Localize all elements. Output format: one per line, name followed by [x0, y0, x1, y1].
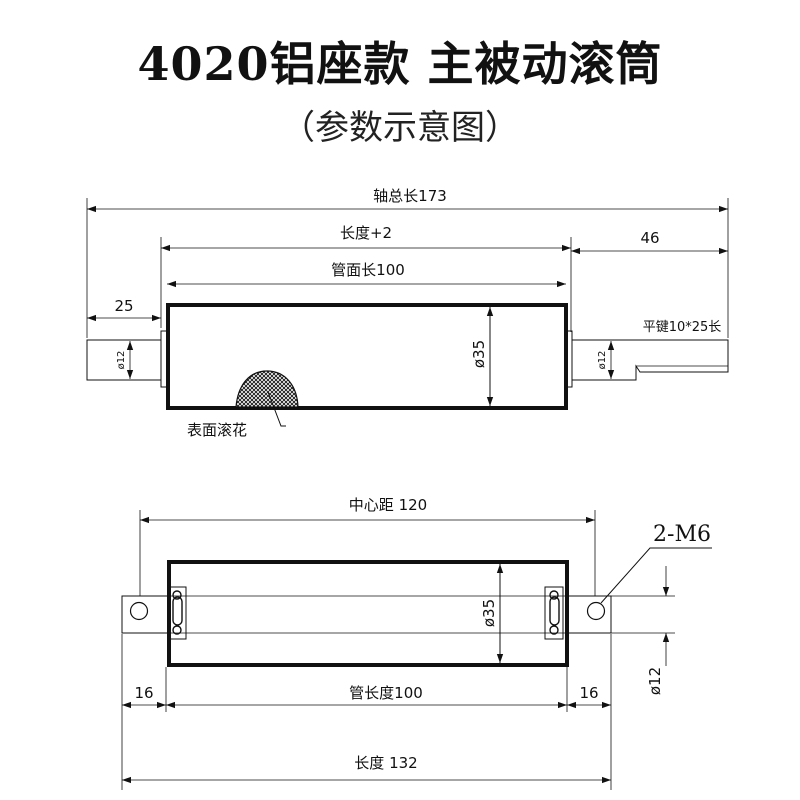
roller-tube — [166, 303, 568, 410]
label-center-distance: 中心距 120 — [349, 496, 427, 514]
label-tube-face-length: 管面长100 — [331, 261, 405, 279]
knurling-patch — [235, 370, 299, 408]
label-right-shaft-dia: ø12 — [597, 351, 608, 370]
label-right-shaft-length: 46 — [640, 229, 659, 247]
left-cap-bolt-top — [172, 590, 182, 600]
mount-hole-right — [586, 601, 606, 621]
left-end-cap — [168, 586, 187, 640]
right-cap-bolt-top — [549, 590, 559, 600]
left-cap-bolt-bottom — [172, 625, 182, 635]
label-shaft-total-length: 轴总长173 — [373, 187, 447, 205]
label-left-end: 16 — [134, 684, 153, 702]
label-right-end: 16 — [579, 684, 598, 702]
bottom-view — [121, 510, 712, 790]
hole-spec-leader — [600, 547, 712, 604]
right-end-cap — [544, 586, 564, 640]
left-bracket — [121, 595, 171, 634]
right-shaft — [571, 339, 729, 381]
label-left-shaft-length: 25 — [114, 297, 133, 315]
label-keyway: 平键10*25长 — [643, 320, 722, 335]
right-cap-bolt-bottom — [549, 625, 559, 635]
page-subtitle: （参数示意图） — [281, 108, 519, 148]
left-end-cap-slot — [172, 596, 183, 626]
label-tube-dia-bottom: ø35 — [480, 599, 498, 627]
label-hole-spec: 2-M6 — [653, 522, 711, 547]
roller-tube-bottom — [167, 560, 569, 667]
label-knurling: 表面滚花 — [187, 421, 247, 439]
top-view — [86, 198, 729, 427]
label-length-plus: 长度+2 — [340, 224, 392, 242]
knurling-leader — [267, 391, 286, 427]
page-title: 4020铝座款 主被动滚筒 — [137, 37, 663, 91]
mount-hole-left — [129, 601, 149, 621]
label-total-length: 长度 132 — [354, 754, 417, 772]
label-left-shaft-dia: ø12 — [116, 351, 127, 370]
right-bracket — [565, 595, 612, 634]
label-shaft-dia-bottom: ø12 — [646, 667, 664, 695]
right-end-cap-slot — [549, 596, 560, 626]
label-tube-length: 管长度100 — [349, 684, 423, 702]
label-tube-dia: ø35 — [470, 340, 488, 368]
